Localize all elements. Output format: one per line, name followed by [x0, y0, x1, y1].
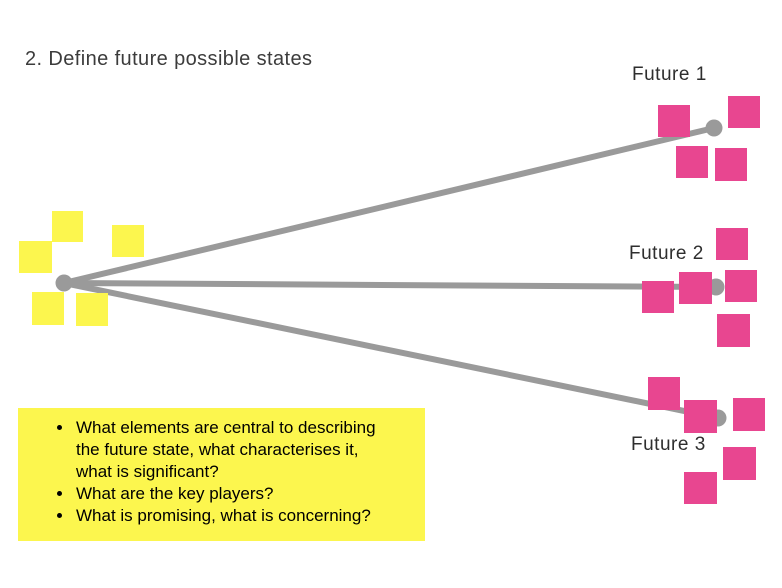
- question-item-3: What is promising, what is concerning?: [74, 505, 381, 527]
- sticky-note-yellow: [52, 211, 83, 242]
- sticky-note-pink-future-2: [725, 270, 757, 302]
- future-1-dot: [705, 119, 723, 137]
- questions-list: What elements are central to describing …: [36, 417, 411, 527]
- future-3-label: Future 3: [631, 434, 706, 455]
- future-2-label: Future 2: [629, 243, 704, 264]
- question-item-1: What elements are central to describing …: [74, 417, 381, 483]
- sticky-note-pink-future-3: [684, 400, 717, 433]
- slide-title: 2. Define future possible states: [25, 48, 313, 70]
- sticky-note-pink-future-1: [728, 96, 760, 128]
- connector-line-future-2: [63, 280, 717, 290]
- sticky-note-yellow: [76, 293, 108, 326]
- sticky-note-pink-future-3: [684, 472, 717, 504]
- sticky-note-pink-future-2: [642, 281, 674, 313]
- sticky-note-pink-future-2: [717, 314, 750, 347]
- sticky-note-pink-future-1: [715, 148, 747, 181]
- sticky-note-yellow: [32, 292, 64, 325]
- future-1-label: Future 1: [632, 64, 707, 85]
- sticky-note-pink-future-2: [716, 228, 748, 260]
- questions-box: What elements are central to describing …: [18, 408, 425, 541]
- connector-line-future-3: [63, 280, 719, 421]
- sticky-note-pink-future-1: [658, 105, 690, 137]
- origin-dot: [55, 274, 73, 292]
- sticky-note-pink-future-2: [679, 272, 712, 304]
- sticky-note-pink-future-3: [733, 398, 765, 431]
- sticky-note-pink-future-1: [676, 146, 708, 178]
- connector-line-future-1: [63, 125, 715, 286]
- sticky-note-pink-future-3: [723, 447, 756, 480]
- question-item-2: What are the key players?: [74, 483, 381, 505]
- sticky-note-pink-future-3: [648, 377, 680, 410]
- sticky-note-yellow: [19, 241, 52, 273]
- sticky-note-yellow: [112, 225, 144, 257]
